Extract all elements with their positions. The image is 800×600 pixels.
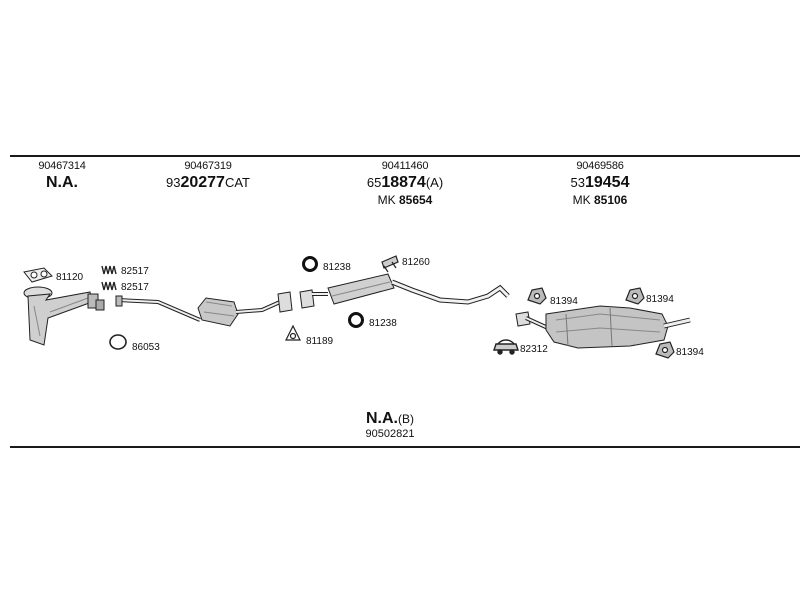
rubber-ring-icon <box>348 312 364 328</box>
oe-number: 90467314 <box>38 160 86 172</box>
main-suffix: (A) <box>425 175 444 191</box>
bottom-divider-line <box>10 446 800 448</box>
main-prefix: 53 <box>570 175 585 191</box>
part-label: 81394 <box>676 347 704 358</box>
oe-number: 90469586 <box>576 160 624 172</box>
oe-number: 90411460 <box>381 160 429 172</box>
front-pipe-icon <box>23 286 105 346</box>
part-label: 82517 <box>121 266 149 277</box>
main-bold: 18874 <box>381 174 426 192</box>
main-part-number: 5319454 <box>571 174 630 192</box>
clamp-icon <box>381 255 399 273</box>
part-label: 82517 <box>121 282 149 293</box>
mk-number: 85106 <box>593 192 628 207</box>
footer-main-bold: N.A. <box>365 410 398 427</box>
part-label: 81394 <box>550 296 578 307</box>
part-label: 81238 <box>323 262 351 273</box>
mk-prefix: MK <box>572 192 591 207</box>
mounting-kit: MK 85106 <box>571 192 630 207</box>
part-label: 86053 <box>132 342 160 353</box>
footer-main-suffix: (B) <box>397 412 414 426</box>
footer-oe-number: 90502821 <box>365 427 415 440</box>
mk-prefix: MK <box>377 192 396 207</box>
main-part-number: 6518874(A) <box>367 174 443 192</box>
rubber-ring-icon <box>302 256 318 272</box>
oe-number: 90467319 <box>184 160 232 172</box>
header-group-rear-silencer: 90469586 5319454 MK 85106 <box>571 160 630 207</box>
flange-gasket-icon <box>285 324 301 341</box>
main-part-number: N.A. <box>38 174 85 192</box>
top-divider-line <box>10 155 800 157</box>
header-group-middle-silencer: 90411460 6518874(A) MK 85654 <box>367 160 443 207</box>
mounting-kit: MK 85654 <box>367 192 443 207</box>
catalytic-converter-icon <box>115 291 293 327</box>
gasket-ring-icon <box>109 334 127 350</box>
main-bold: 20277 <box>180 174 225 192</box>
part-label: 82312 <box>520 344 548 355</box>
spring-icon <box>101 265 117 291</box>
header-group-catalyst: 90467319 9320277CAT <box>166 160 250 192</box>
rear-silencer-icon <box>515 305 691 349</box>
manifold-gasket-icon <box>23 267 53 283</box>
main-part-number: 9320277CAT <box>166 174 250 192</box>
part-label: 81120 <box>56 272 84 283</box>
part-label: 81394 <box>646 294 674 305</box>
mk-number: 85654 <box>398 192 433 207</box>
part-label: 81189 <box>306 336 334 347</box>
main-bold: N.A. <box>46 174 78 192</box>
main-prefix: 93 <box>165 175 181 191</box>
rubber-mount-icon <box>527 287 547 305</box>
part-label: 81238 <box>369 318 397 329</box>
rubber-mount-icon <box>625 287 645 305</box>
main-prefix: 65 <box>366 175 382 191</box>
footer-main-part: N.A.(B) <box>366 410 415 428</box>
pipe-clamp-icon <box>493 339 519 355</box>
rubber-mount-icon <box>655 341 675 359</box>
part-label: 81260 <box>402 257 430 268</box>
middle-silencer-icon <box>299 273 510 309</box>
main-suffix: CAT <box>224 175 251 191</box>
footer-part-group: N.A.(B) 90502821 <box>366 410 415 440</box>
main-bold: 19454 <box>584 174 630 192</box>
header-group-manifold: 90467314 N.A. <box>38 160 86 192</box>
